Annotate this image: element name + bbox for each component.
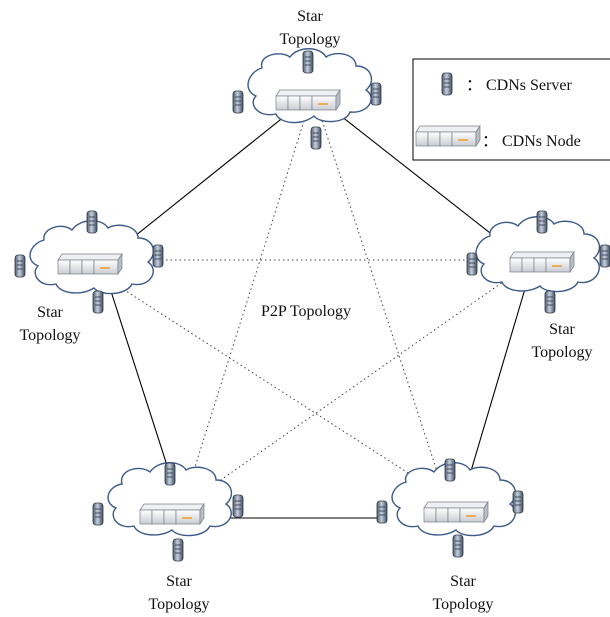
cluster-bottom-left-label-line1: Star (166, 573, 192, 590)
server-icon (512, 490, 524, 514)
cdn-node-icon (415, 125, 481, 147)
server-icon (544, 290, 556, 314)
legend: ： CDNs Server ： CDNs Node (412, 58, 610, 161)
dotted-links (111, 107, 521, 511)
server-icon (92, 502, 104, 526)
server-icon (92, 290, 104, 314)
cluster-left-label-line2: Topology (19, 327, 80, 344)
server-icon (152, 244, 164, 268)
cluster-labels: Star Topology Star Topology Star Topolog… (19, 8, 592, 613)
cdn-node-icon (509, 251, 575, 273)
server-icon (536, 210, 548, 234)
cdn-node-icon (57, 253, 123, 275)
cdn-node-icon (139, 503, 205, 525)
cluster-bottom-right-label-line2: Topology (432, 596, 493, 613)
cdn-node-icon (423, 501, 489, 523)
server-icon (232, 494, 244, 518)
cluster-bottom-left-label-line2: Topology (148, 596, 209, 613)
cluster-right-label-line2: Topology (531, 344, 592, 361)
cluster-top-label-line1: Star (297, 8, 323, 25)
server-icon (370, 82, 382, 106)
cluster-bottom-right-label-line1: Star (450, 573, 476, 590)
server-icon (376, 500, 388, 524)
cdn-node-icon (275, 89, 341, 111)
server-icon (444, 458, 456, 482)
server-icon (599, 244, 610, 268)
server-icon (466, 252, 478, 276)
legend-node-label: ： CDNs Node (482, 133, 581, 150)
server-icon (172, 538, 184, 562)
cluster-top-label-line2: Topology (279, 31, 340, 48)
server-icon (441, 72, 453, 96)
server-icon (302, 50, 314, 74)
server-icon (232, 90, 244, 114)
server-icon (164, 462, 176, 486)
cluster-left-label-line1: Star (37, 304, 63, 321)
server-icon (14, 254, 26, 278)
legend-server-label: ： CDNs Server (466, 77, 572, 94)
server-icon (86, 210, 98, 234)
p2p-topology-label: P2P Topology (261, 303, 351, 320)
server-icon (310, 126, 322, 150)
server-icon (452, 534, 464, 558)
link-top-right (317, 97, 523, 259)
cluster-right-label-line1: Star (549, 321, 575, 338)
